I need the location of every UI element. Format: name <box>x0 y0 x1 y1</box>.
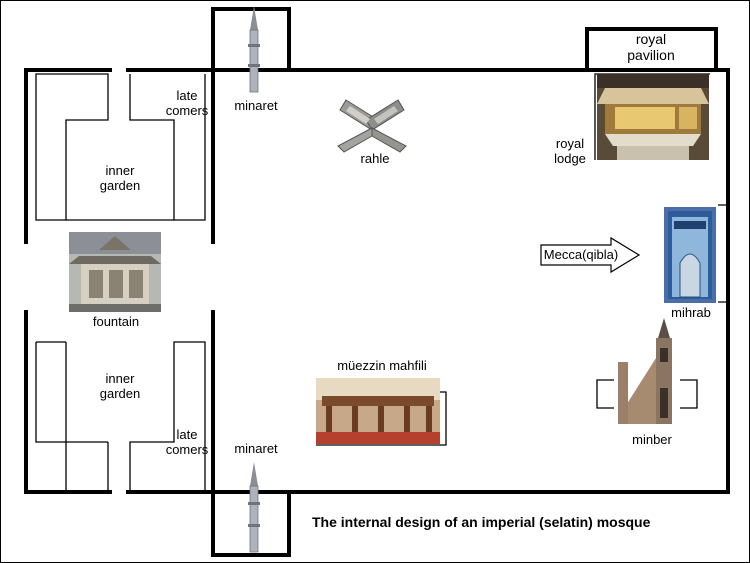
rahle-book-stand-icon <box>337 99 407 153</box>
mihrab-callout <box>718 204 729 303</box>
minaret-top-label: minaret <box>234 98 278 113</box>
inner-garden-bottom-right <box>129 341 206 492</box>
diagram-caption: The internal design of an imperial (sela… <box>312 514 651 530</box>
courtyard-wall-bottom-left <box>24 310 112 494</box>
fountain-photo <box>69 232 161 312</box>
minaret-base-bottom <box>211 490 291 557</box>
royal-lodge-photo <box>597 74 709 160</box>
mecca-label: Mecca(qibla) <box>543 247 619 262</box>
inner-garden-bottom-left <box>35 342 109 493</box>
minber-photo <box>614 318 680 428</box>
minaret-bottom-label: minaret <box>234 441 278 456</box>
minber-callout-left <box>596 379 616 409</box>
rahle-label: rahle <box>360 151 390 166</box>
minaret-base-top <box>211 7 291 72</box>
fountain-label: fountain <box>92 314 140 329</box>
muezzin-mahfili-photo <box>316 378 440 444</box>
inner-garden-top-left <box>35 73 109 221</box>
muezzin-callout <box>316 391 447 446</box>
minaret-icon <box>248 6 260 93</box>
mihrab-label: mihrab <box>671 305 711 320</box>
mihrab-photo <box>664 207 716 303</box>
courtyard-wall-top-left <box>24 68 112 244</box>
minaret-icon <box>248 462 260 553</box>
royal-pavilion-box <box>585 27 718 72</box>
muezzin-mahfili-label: müezzin mahfili <box>337 358 427 373</box>
minber-callout-right <box>678 379 698 409</box>
minber-label: minber <box>632 432 672 447</box>
arrow-right-icon <box>540 236 641 274</box>
inner-garden-top-right <box>129 74 206 221</box>
